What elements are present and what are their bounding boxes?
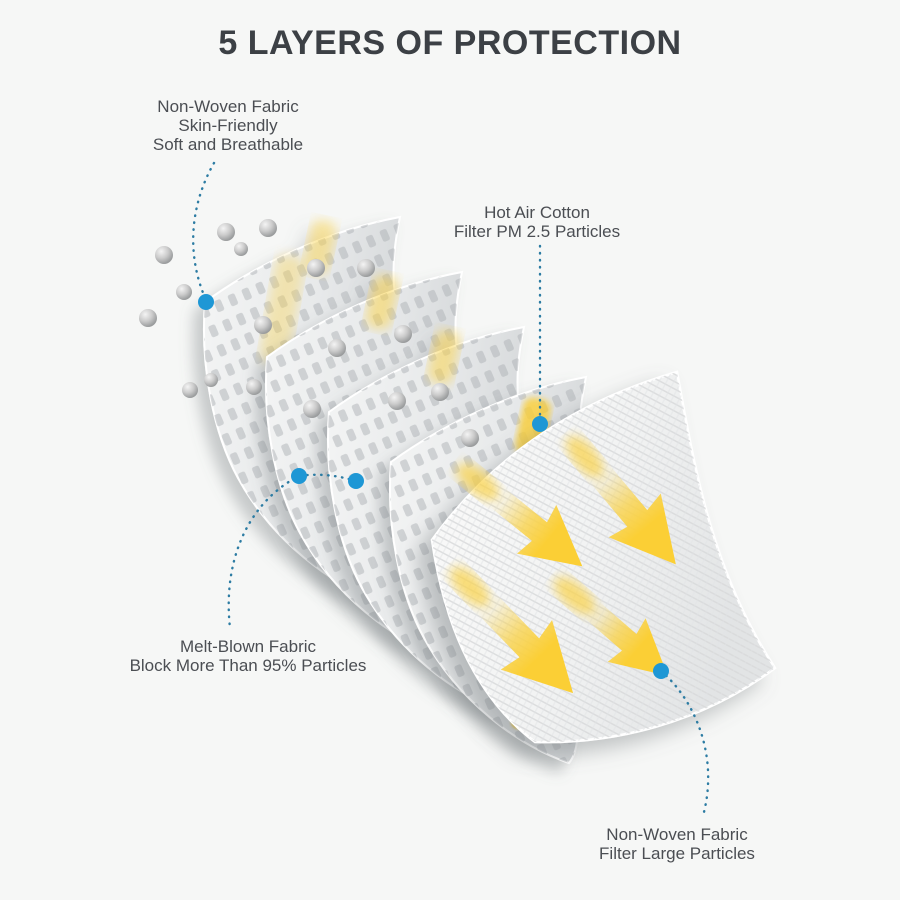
- particle: [461, 429, 479, 447]
- particle: [357, 259, 375, 277]
- particle: [217, 223, 235, 241]
- particle: [388, 392, 406, 410]
- marker-dot-outer-front: [198, 294, 214, 310]
- callout-melt-blown-layer: Melt-Blown Fabric Block More Than 95% Pa…: [103, 637, 393, 675]
- callout-leader-lines: [192, 161, 710, 814]
- dust-particles: [139, 219, 479, 447]
- callout-marker-dots: [198, 294, 669, 679]
- callout-line: Filter PM 2.5 Particles: [453, 222, 621, 241]
- particle: [394, 325, 412, 343]
- particle: [303, 400, 321, 418]
- particle: [328, 339, 346, 357]
- callout-outer-back-layer: Non-Woven Fabric Filter Large Particles: [547, 825, 807, 863]
- airflow-arrows: [449, 435, 702, 718]
- callout-line: Non-Woven Fabric: [157, 97, 299, 116]
- leader-line-outer-front: [192, 161, 216, 302]
- particle: [182, 382, 198, 398]
- marker-dot-melt-blown-a: [291, 468, 307, 484]
- particle: [139, 309, 157, 327]
- particle: [204, 373, 218, 387]
- particle: [307, 259, 325, 277]
- callout-line: Block More Than 95% Particles: [129, 656, 367, 675]
- callout-line: Non-Woven Fabric: [606, 825, 748, 844]
- page-title: 5 LAYERS OF PROTECTION: [218, 24, 682, 62]
- callout-line: Skin-Friendly: [178, 116, 278, 135]
- particle: [176, 284, 192, 300]
- marker-dot-hot-air: [532, 416, 548, 432]
- callout-line: Filter Large Particles: [599, 844, 755, 863]
- callout-outer-front-layer: Non-Woven Fabric Skin-Friendly Soft and …: [98, 97, 358, 154]
- callout-line: Soft and Breathable: [152, 135, 304, 154]
- callout-hot-air-cotton-layer: Hot Air Cotton Filter PM 2.5 Particles: [407, 203, 667, 241]
- particle: [246, 379, 262, 395]
- callout-line: Hot Air Cotton: [484, 203, 590, 222]
- particle: [234, 242, 248, 256]
- particle: [259, 219, 277, 237]
- marker-dot-melt-blown-b: [348, 473, 364, 489]
- particle: [254, 316, 272, 334]
- marker-dot-outer-back: [653, 663, 669, 679]
- particle: [431, 383, 449, 401]
- particle: [155, 246, 173, 264]
- callout-line: Melt-Blown Fabric: [179, 637, 317, 656]
